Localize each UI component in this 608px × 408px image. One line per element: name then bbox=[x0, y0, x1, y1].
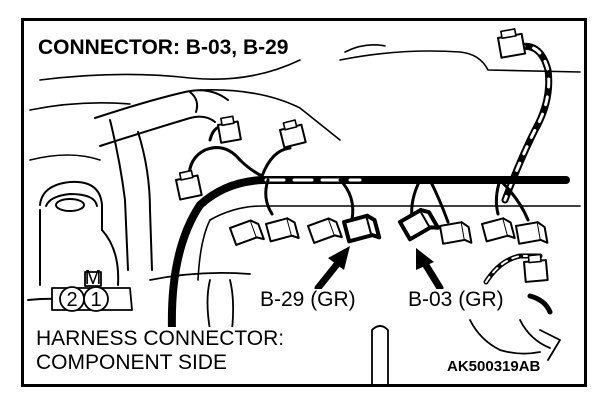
lower-bracket-lines bbox=[149, 271, 561, 384]
callout-b29: B-29 (GR) bbox=[258, 288, 358, 311]
connector-b29-highlight bbox=[342, 213, 382, 244]
harness-drop-wires bbox=[264, 178, 530, 224]
engine-outline-lines bbox=[29, 44, 581, 161]
lower-right-wire bbox=[483, 253, 553, 315]
connector-b03-highlight bbox=[398, 208, 440, 242]
mini-connector-marker: M bbox=[85, 267, 102, 289]
upper-plug-harness bbox=[175, 115, 307, 201]
mini-connector-pin-1: 1 bbox=[90, 289, 101, 311]
diagram-title: CONNECTOR: B-03, B-29 bbox=[36, 36, 291, 59]
arrow-heads bbox=[328, 246, 434, 270]
mini-connector-symbol bbox=[51, 271, 133, 312]
target-connectors bbox=[342, 208, 440, 244]
right-sensor-wire bbox=[497, 28, 553, 204]
view-description: HARNESS CONNECTOR: COMPONENT SIDE bbox=[34, 327, 287, 375]
view-line-2: COMPONENT SIDE bbox=[36, 351, 227, 374]
figure-code: AK500319AB bbox=[445, 358, 543, 375]
diagram-frame bbox=[21, 18, 587, 387]
view-line-1: HARNESS CONNECTOR: bbox=[36, 327, 285, 350]
mini-connector-pin-2: 2 bbox=[66, 289, 77, 311]
callout-b03: B-03 (GR) bbox=[406, 288, 506, 311]
connector-row bbox=[229, 217, 549, 246]
intake-hose bbox=[94, 89, 229, 271]
main-harness bbox=[167, 176, 581, 334]
